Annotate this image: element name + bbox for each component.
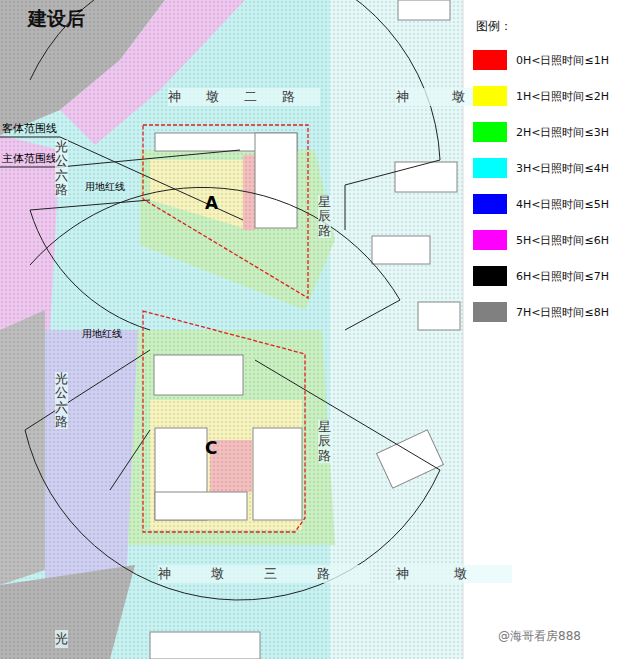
legend-swatch xyxy=(473,158,507,178)
legend-text: 3H<日照时间≤4H xyxy=(516,161,609,176)
road-name: 神墩三路 xyxy=(158,565,370,583)
legend-row: 2H<日照时间≤3H xyxy=(473,122,638,144)
map-ground xyxy=(0,0,463,659)
legend-swatch xyxy=(473,194,507,214)
parcel-letter: C xyxy=(205,438,217,458)
parcel-letter: A xyxy=(205,193,218,213)
road-name: 星辰路 xyxy=(318,420,331,463)
legend-swatch xyxy=(473,50,507,70)
legend-row: 5H<日照时间≤6H xyxy=(473,230,638,252)
road-name: 神墩二路 xyxy=(168,88,320,106)
watermark: @海哥看房888 xyxy=(498,628,581,645)
red-line-outline xyxy=(140,122,311,302)
red-line-label: 用地红线 xyxy=(82,327,122,341)
legend-swatch xyxy=(473,122,507,142)
legend-swatch xyxy=(473,86,507,106)
legend-row: 0H<日照时间≤1H xyxy=(473,50,638,72)
range-line-label: 主体范围线 xyxy=(2,151,57,166)
legend-text: 4H<日照时间≤5H xyxy=(516,197,609,212)
legend-text: 0H<日照时间≤1H xyxy=(516,53,609,68)
range-lines xyxy=(0,0,440,600)
dot-texture xyxy=(0,0,463,659)
range-line-label: 客体范围线 xyxy=(2,121,57,136)
legend-text: 2H<日照时间≤3H xyxy=(516,125,609,140)
legend-text: 1H<日照时间≤2H xyxy=(516,89,609,104)
legend-text: 5H<日照时间≤6H xyxy=(516,233,609,248)
map-title: 建设后 xyxy=(28,6,85,32)
legend-text: 7H<日照时间≤8H xyxy=(516,305,609,320)
land-parcel: A xyxy=(140,122,311,302)
legend-swatch xyxy=(473,302,507,322)
legend-row: 7H<日照时间≤8H xyxy=(473,302,638,324)
red-line-label: 用地红线 xyxy=(85,180,125,194)
road-name: 光公六路 xyxy=(55,372,68,429)
legend-row: 3H<日照时间≤4H xyxy=(473,158,638,180)
road-name: 光 xyxy=(55,630,68,648)
red-line xyxy=(143,311,305,532)
legend-swatch xyxy=(473,266,507,286)
legend-title: 图例： xyxy=(476,18,512,35)
legend-row: 4H<日照时间≤5H xyxy=(473,194,638,216)
road-name: 神墩 xyxy=(396,565,512,583)
legend-row: 1H<日照时间≤2H xyxy=(473,86,638,108)
red-line-outline xyxy=(140,306,311,536)
land-parcel: C xyxy=(140,306,311,536)
legend-text: 6H<日照时间≤7H xyxy=(516,269,609,284)
road-name: 星辰路 xyxy=(318,195,331,238)
legend-swatch xyxy=(473,230,507,250)
legend-row: 6H<日照时间≤7H xyxy=(473,266,638,288)
red-line xyxy=(143,125,308,298)
road-name: 光公六路 xyxy=(55,140,68,197)
